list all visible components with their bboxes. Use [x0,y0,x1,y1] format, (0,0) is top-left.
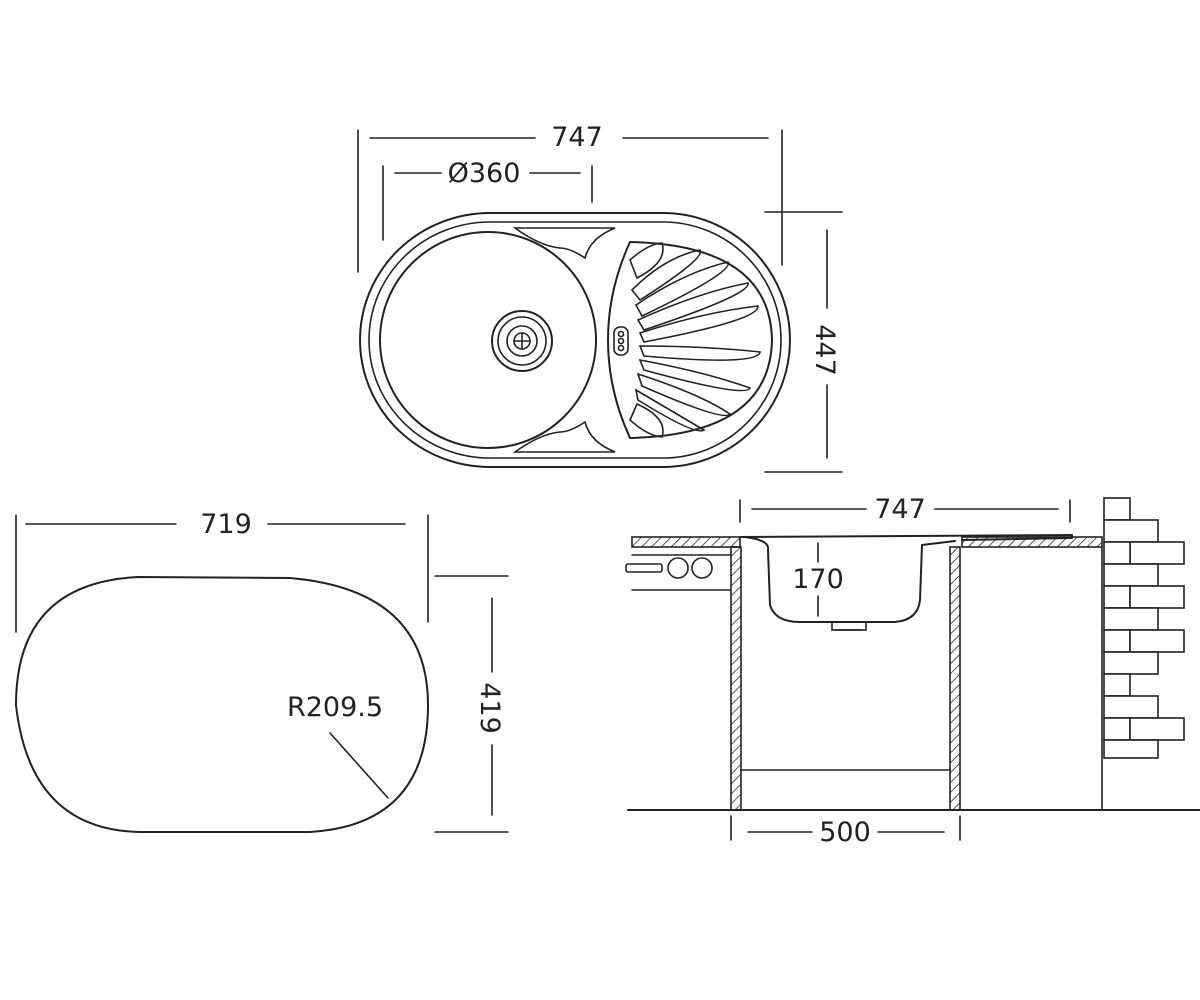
cutout-depth-label: 419 [474,682,505,734]
drainer-tray [607,241,773,439]
bridge-top [512,227,616,260]
top-depth-label: 447 [809,324,840,376]
countertop-left [631,536,741,548]
cutout-width-dimension: 719 [15,509,429,633]
overflow-hole [613,326,629,356]
appliance-controls [625,557,713,579]
cutout-radius-label: R209.5 [287,692,383,723]
cabinet-wall-right [949,546,961,811]
sink-outer-rim [359,212,791,468]
bowl-depth-label: 170 [792,564,844,595]
bowl-diameter-dimension: Ø360 [382,158,593,241]
bridge-bottom [512,420,616,453]
top-depth-dimension: 447 [764,211,843,473]
section-drain [831,621,867,631]
cabinet-wall-left [730,546,742,811]
bowl-diameter-label: Ø360 [448,158,521,189]
bowl-depth-dimension: 170 [792,542,844,617]
cabinet-width-dimension: 500 [730,815,961,848]
section-width-label: 747 [874,494,926,525]
drain-strainer [491,310,553,372]
section-sink-bowl [744,536,956,623]
cabinet-width-label: 500 [819,817,871,848]
section-sink-rim [739,534,1073,541]
top-width-label: 747 [551,122,603,153]
cutout-outline [15,576,429,833]
top-width-dimension: 747 [357,122,783,273]
cutout-width-label: 719 [200,509,252,540]
drainer-ribs [629,242,761,438]
countertop-right [961,536,1103,548]
cutout-view: 719 419 R209.5 [15,509,509,833]
section-width-dimension: 747 [739,494,1071,525]
top-view: 747 Ø360 447 [357,122,843,473]
cutout-depth-dimension: 419 [434,575,509,833]
brick-wall [1103,497,1185,759]
radius-leader [329,732,389,799]
sink-bowl [379,231,597,449]
section-view: 747 170 [625,494,1200,848]
sink-inner-rim [368,221,782,459]
